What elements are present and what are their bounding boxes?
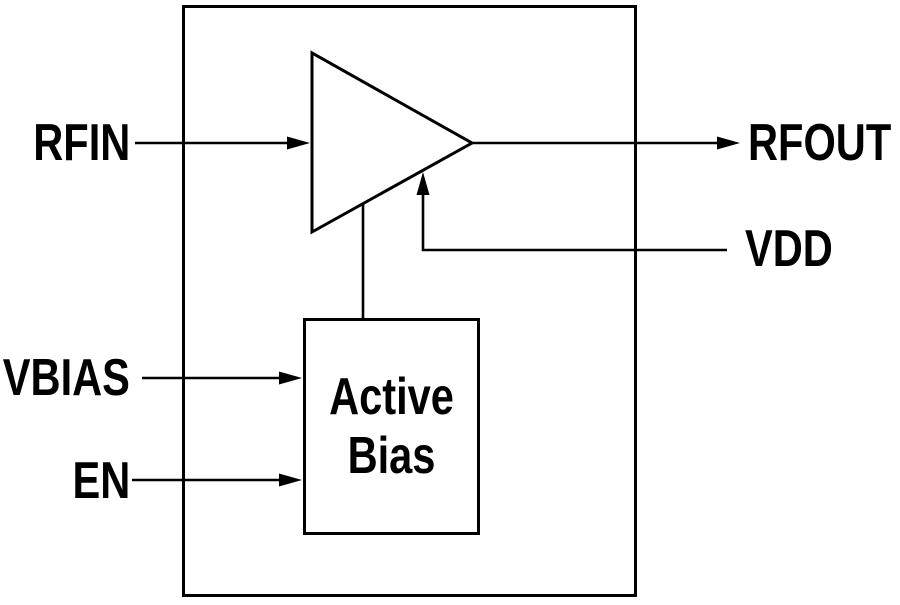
active-bias-block-box <box>303 318 480 535</box>
vbias-pin-label: VBIAS <box>2 349 130 407</box>
en-arrowhead-icon <box>279 473 302 487</box>
amplifier-triangle-icon <box>310 50 476 235</box>
rfout-pin-label: RFOUT <box>748 114 892 172</box>
rfin-arrowhead-icon <box>287 136 310 150</box>
vdd-arrowhead-icon <box>416 172 430 195</box>
module-boundary-box <box>182 5 637 597</box>
active-bias-label-line1: Active <box>329 368 454 427</box>
en-pin-label: EN <box>72 452 130 510</box>
vbias-arrowhead-icon <box>279 371 302 385</box>
vdd-pin-label: VDD <box>745 220 833 278</box>
active-bias-label-line2: Bias <box>347 426 436 485</box>
rfout-arrowhead-icon <box>717 136 740 150</box>
active-bias-block-label: Active Bias <box>321 318 463 535</box>
vdd-wire <box>421 192 727 252</box>
rfin-pin-label: RFIN <box>32 114 130 172</box>
